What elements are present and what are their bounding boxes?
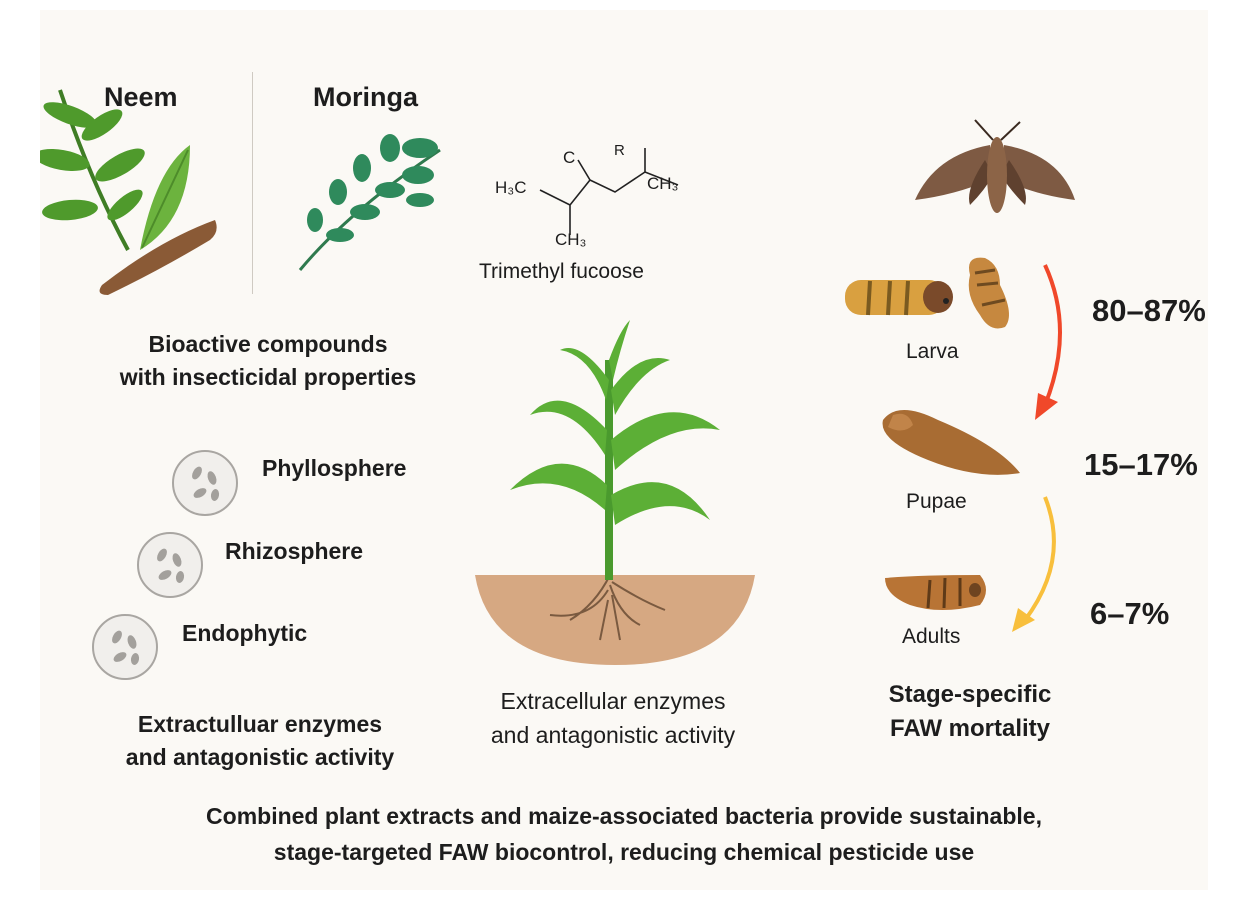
atom-h3c: H₃C: [495, 178, 527, 197]
larva-icon: [845, 257, 1009, 329]
moringa-leaves-icon: [298, 134, 441, 271]
arrowhead-yellow: [1012, 608, 1035, 632]
left-caption-line1: Extractulluar enzymes: [137, 711, 383, 737]
stage-title-line2: FAW mortality: [889, 715, 1051, 742]
arrowhead-red: [1035, 393, 1058, 420]
graphical-abstract: Neem Moringa C R H₃C CH₃ CH₃ Trimethyl f…: [40, 10, 1208, 890]
conclusion-line2: stage-targeted FAW biocontrol, reducing …: [273, 839, 975, 865]
mortality-larva: 80–87%: [1092, 293, 1206, 328]
stage-label-adults: Adults: [902, 625, 961, 648]
bacteria-colony-icon: [172, 450, 238, 516]
bioactive-caption: Bioactive compounds with insecticidal pr…: [98, 328, 438, 394]
left-caption-line2: and antagonistic activity: [125, 744, 395, 770]
center-caption-line2: and antagonistic activity: [490, 722, 736, 748]
stage-title-line1: Stage-specific: [888, 681, 1052, 708]
moth-icon: [915, 119, 1075, 213]
conclusion: Combined plant extracts and maize-associ…: [40, 798, 1208, 870]
center-caption: Extracellular enzymes and antagonistic a…: [448, 684, 778, 752]
arrow-larva-to-pupae: [1043, 264, 1062, 406]
atom-ch3-right: CH₃: [647, 174, 679, 193]
bacteria-label: Endophytic: [182, 620, 308, 646]
left-caption: Extractulluar enzymes and antagonistic a…: [90, 708, 430, 774]
center-caption-line1: Extracellular enzymes: [500, 688, 726, 714]
moringa-label: Moringa: [313, 82, 418, 112]
neem-leaves-icon: [40, 89, 217, 295]
mortality-adults: 6–7%: [1090, 596, 1170, 631]
conclusion-line1: Combined plant extracts and maize-associ…: [206, 803, 1042, 829]
bacteria-colony-icon: [137, 532, 203, 598]
maize-plant-icon: [475, 320, 755, 665]
atom-ch3-bottom: CH₃: [555, 230, 587, 249]
bioactive-line1: Bioactive compounds: [148, 331, 388, 357]
stage-label-pupae: Pupae: [906, 490, 967, 513]
neem-label: Neem: [104, 82, 178, 112]
arrow-pupae-to-adults: [1023, 496, 1056, 622]
atom-c: C: [563, 148, 576, 167]
atom-r: R: [614, 142, 625, 159]
stage-arrows: [1012, 264, 1062, 632]
mortality-pupae: 15–17%: [1084, 447, 1198, 482]
divider: [252, 72, 253, 294]
pupa-icon: [882, 410, 1020, 475]
compound-name: Trimethyl fucoose: [479, 260, 644, 283]
bacteria-colony-icon: [92, 614, 158, 680]
bacteria-label: Phyllosphere: [262, 455, 407, 481]
stage-title: Stage-specific FAW mortality: [840, 678, 1100, 746]
bioactive-line2: with insecticidal properties: [119, 364, 417, 390]
stage-label-larva: Larva: [906, 340, 959, 363]
adult-icon: [885, 575, 986, 610]
chemical-structure: [539, 148, 679, 235]
bacteria-label: Rhizosphere: [225, 538, 364, 564]
